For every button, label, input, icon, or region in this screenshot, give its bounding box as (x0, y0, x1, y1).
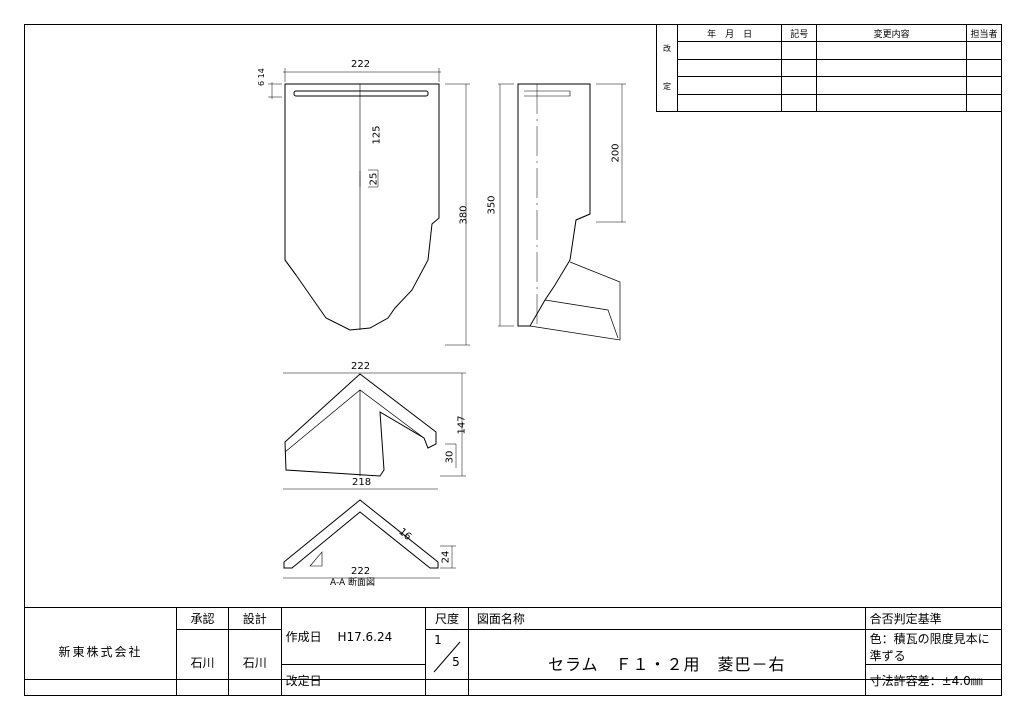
dim-200: 200 (610, 143, 622, 163)
criteria-title: 合否判定基準 (864, 607, 1003, 630)
revision-table: 改定 年 月 日 記号 変更内容 担当者 (656, 23, 1002, 113)
revision-cell (966, 76, 1002, 95)
created-date-cell: 作成日 H17.6.24 (280, 607, 427, 665)
dim-24: 24 (440, 550, 452, 564)
company-name: 新東株式会社 (23, 607, 178, 696)
approver-name: 石川 (176, 629, 229, 696)
revision-cell (816, 41, 968, 60)
dim-222-bottom: 222 (351, 566, 371, 577)
revision-cell (781, 93, 818, 113)
dim-222-mid: 222 (351, 361, 371, 372)
dim-218: 218 (352, 477, 372, 488)
revision-cell (966, 93, 1002, 113)
revision-header-mark: 記号 (781, 23, 818, 43)
revision-cell (781, 76, 818, 95)
revision-cell (816, 58, 968, 78)
designer-name: 石川 (227, 629, 282, 696)
revision-cell (966, 41, 1002, 60)
revision-cell (676, 58, 783, 78)
drawing-name-label: 図面名称 (467, 607, 866, 630)
section-view (283, 488, 456, 579)
revision-side-label: 改定 (656, 24, 678, 112)
dim-slot-height: 6 14 (257, 68, 266, 86)
revision-header-date: 年 月 日 (676, 23, 783, 43)
revision-cell (676, 76, 783, 95)
revision-cell (816, 76, 968, 95)
scale-value: 1 5 (425, 629, 469, 696)
section-label: A-A 断面図 (330, 578, 376, 588)
criteria-tolerance: 寸法許容差：±4.0㎜ (864, 664, 1003, 696)
front-view (268, 68, 470, 346)
dim-30: 30 (444, 450, 456, 464)
revision-cell (816, 93, 968, 113)
design-label: 設計 (227, 607, 282, 630)
dim-380: 380 (458, 205, 470, 225)
dim-125: 125 (371, 125, 383, 145)
criteria-color: 色：積瓦の限度見本に準ずる (864, 629, 1003, 665)
created-date: H17.6.24 (337, 629, 393, 644)
rear-view (283, 372, 466, 477)
dim-top-width: 222 (351, 59, 371, 70)
scale-slash-icon (433, 641, 461, 673)
scale-label: 尺度 (425, 607, 469, 630)
revision-cell (676, 41, 783, 60)
revised-label: 改定日 (280, 664, 427, 696)
revision-cell (781, 58, 818, 78)
approve-label: 承認 (176, 607, 229, 630)
dim-25: 25 (368, 172, 380, 186)
side-view (498, 83, 626, 341)
dim-350: 350 (486, 195, 498, 215)
dim-147: 147 (456, 415, 468, 435)
revision-header-person: 担当者 (966, 23, 1002, 43)
revision-header-content: 変更内容 (816, 23, 968, 43)
title-block: 新東株式会社 承認 設計 作成日 H17.6.24 尺度 図面名称 合否判定基準… (23, 607, 1003, 696)
scale-denominator: 5 (452, 655, 460, 669)
scale-numerator: 1 (434, 633, 442, 647)
created-label: 作成日 (285, 629, 322, 644)
drawing-name: セラム Ｆ１・２用 菱巴－右 (467, 629, 866, 696)
revision-cell (676, 93, 783, 113)
revision-cell (781, 41, 818, 60)
revision-cell (966, 58, 1002, 78)
